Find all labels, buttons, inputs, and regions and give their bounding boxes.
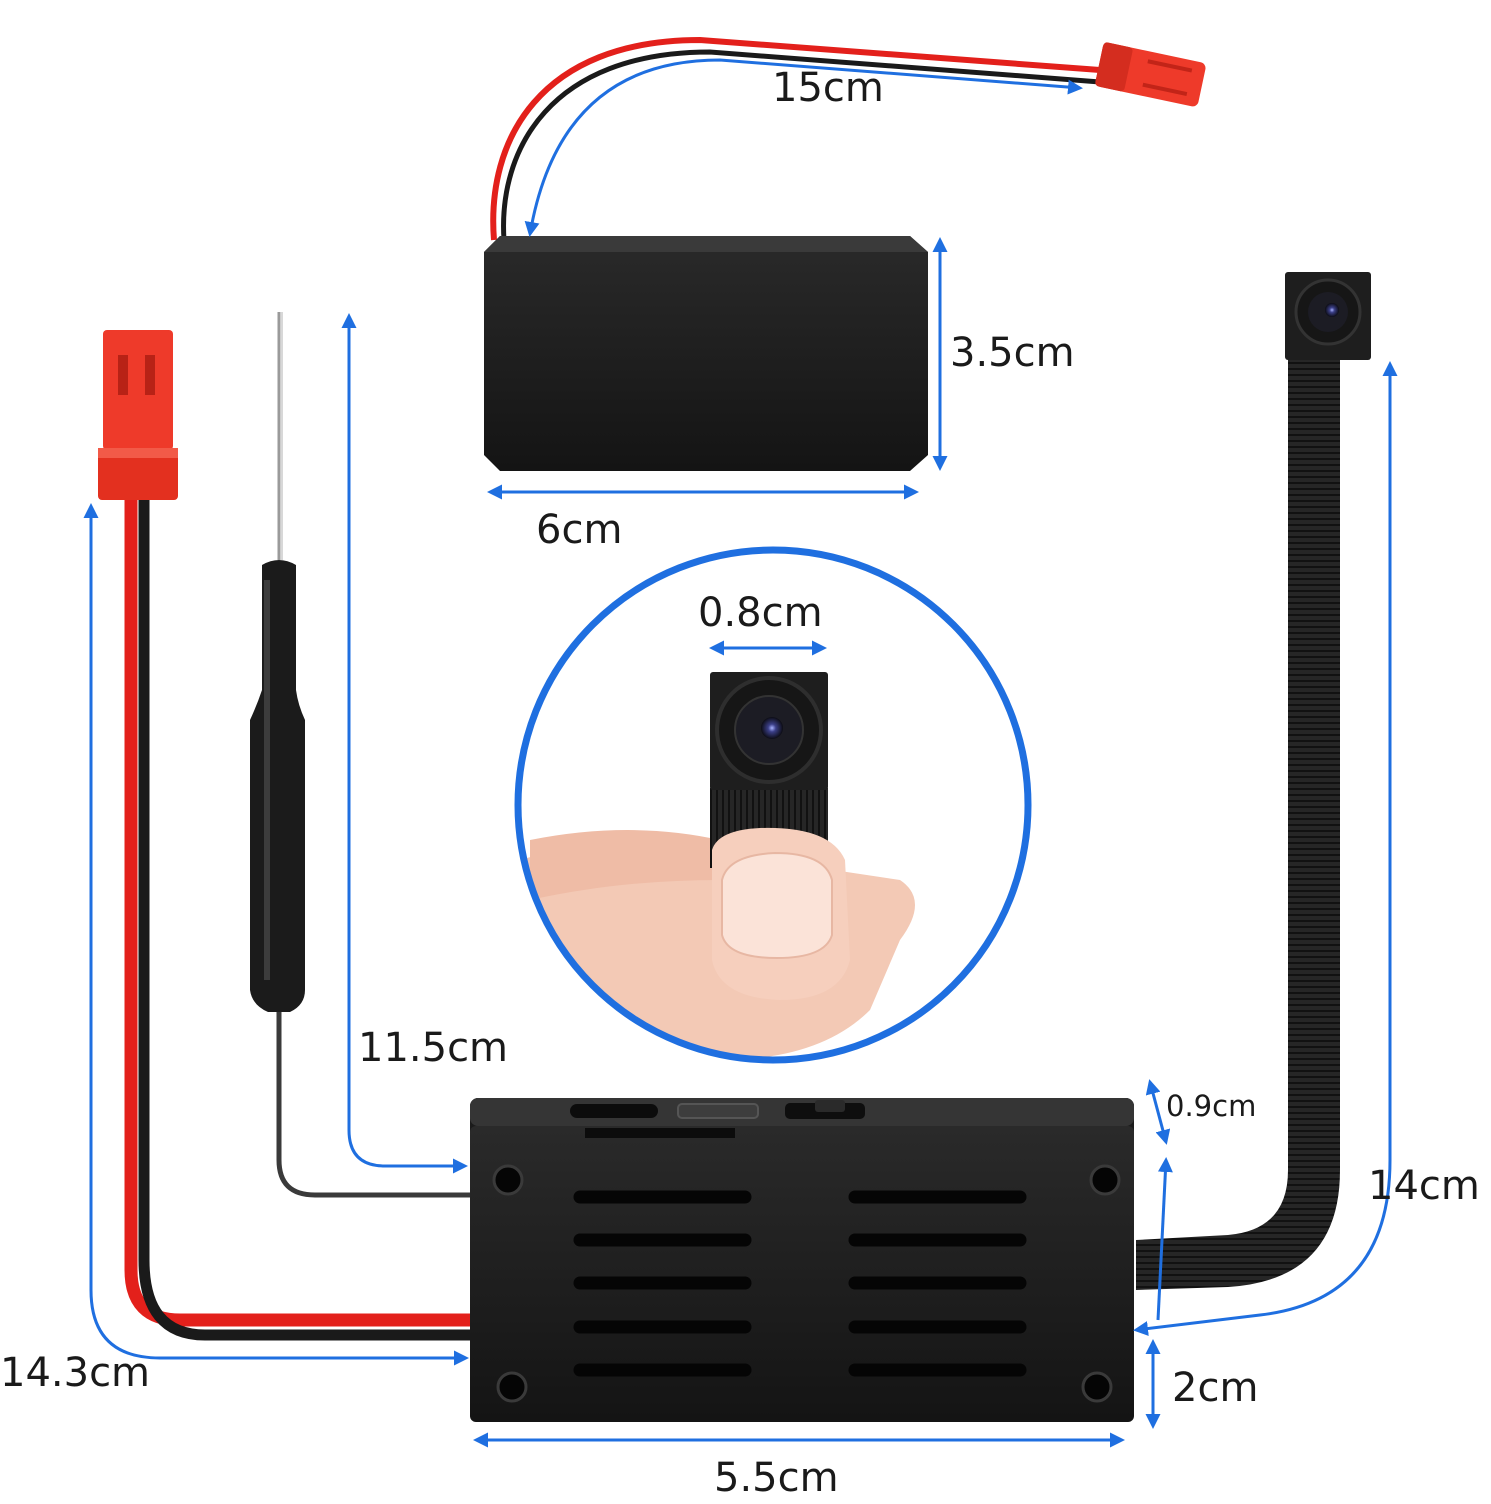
label-power-cable-length: 14.3cm — [0, 1350, 151, 1396]
battery-connector — [1095, 42, 1206, 107]
lens-zoom-circle — [514, 546, 1032, 1064]
label-board-height: 2cm — [1172, 1365, 1259, 1411]
label-board-thickness: 0.9cm — [1166, 1089, 1257, 1123]
label-battery-width: 6cm — [536, 507, 623, 553]
label-cable-length: 15cm — [772, 65, 884, 111]
dimension-arrows — [83, 58, 1398, 1448]
arrow-cable-length — [524, 58, 1083, 237]
label-board-width: 5.5cm — [714, 1455, 839, 1501]
label-ribbon-length: 14cm — [1368, 1163, 1480, 1209]
arrow-board-thickness — [1145, 1079, 1171, 1145]
label-antenna-length: 11.5cm — [358, 1025, 509, 1071]
battery-pack — [484, 36, 1206, 471]
power-connector — [98, 330, 178, 500]
main-board — [470, 1098, 1134, 1422]
label-battery-height: 3.5cm — [950, 330, 1075, 376]
label-lens-width: 0.8cm — [698, 590, 823, 636]
ribbon-camera — [1136, 272, 1371, 1290]
arrow-ribbon-length — [1133, 361, 1398, 1337]
arrow-board-height-upper — [1156, 1157, 1173, 1321]
arrow-power-cable-length — [83, 503, 469, 1366]
